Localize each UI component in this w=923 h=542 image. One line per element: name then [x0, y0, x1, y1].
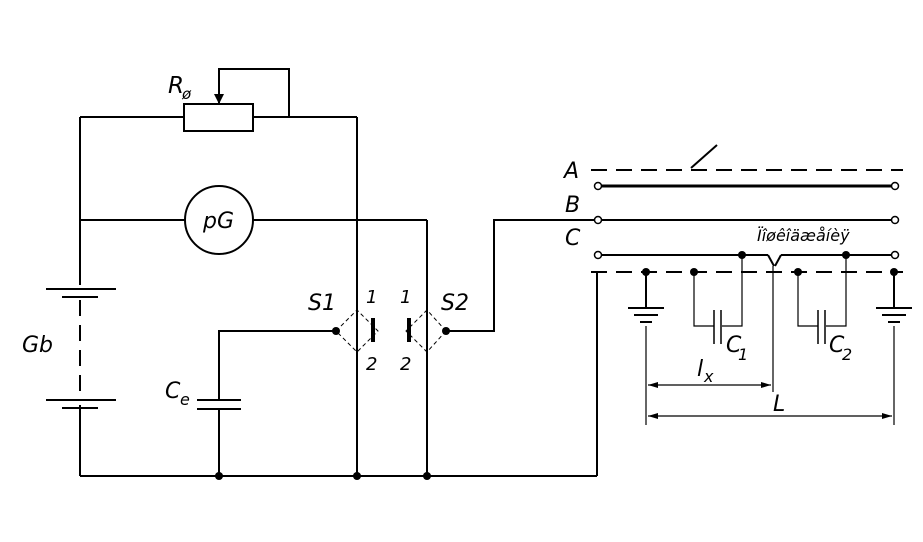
- switch-s2-pos1: 1: [400, 287, 411, 308]
- capacitor-c1-label: C: [726, 333, 742, 358]
- battery-label: Gb: [22, 333, 53, 358]
- capacitor-ce: C e: [165, 330, 336, 476]
- rheostat-label: R: [168, 73, 184, 99]
- capacitor-ce-subscript: e: [180, 390, 190, 409]
- lx-label: l: [697, 357, 703, 382]
- capacitor-c2-label: C: [829, 333, 845, 358]
- line-c-label: C: [565, 226, 581, 251]
- switch-s1-label: S1: [308, 291, 336, 316]
- rheostat-subscript: ø: [181, 85, 192, 103]
- lx-subscript: x: [703, 367, 714, 386]
- total-length-label: L: [773, 392, 785, 417]
- battery: Gb: [22, 288, 116, 409]
- galvanometer: pG: [184, 185, 254, 255]
- cable-sheath: [591, 268, 903, 276]
- line-a-label: A: [562, 159, 579, 184]
- ground-left-icon: [628, 272, 664, 323]
- capacitor-ce-label: C: [165, 379, 181, 404]
- fault-label: Ïîøêîäæåíèÿ: [757, 226, 850, 245]
- junction-nodes: [215, 472, 431, 480]
- switch-s1-pos1: 1: [366, 287, 377, 308]
- galvanometer-label: pG: [202, 209, 234, 234]
- switch-s2: S2 1 2: [400, 219, 597, 375]
- switch-s2-label: S2: [441, 291, 469, 316]
- cable-line-c: C Ïîøêîäæåíèÿ: [565, 226, 900, 267]
- rheostat: R ø: [168, 68, 290, 132]
- cable-line-b: B: [565, 181, 900, 225]
- capacitor-c2-subscript: 2: [842, 345, 852, 364]
- capacitor-c2: C 2: [797, 255, 852, 364]
- cable-line-a: A: [562, 144, 903, 184]
- line-b-label: B: [565, 193, 580, 218]
- capacitor-c1-subscript: 1: [738, 345, 748, 364]
- ground-right-icon: [876, 272, 912, 323]
- switch-s2-pos2: 2: [400, 354, 411, 375]
- dimension-lines: l x L: [645, 266, 895, 425]
- switch-s1: S1 1 2: [308, 287, 379, 375]
- capacitor-c1: C 1: [693, 255, 748, 364]
- switch-s1-pos2: 2: [366, 354, 377, 375]
- left-circuit-wiring: [79, 116, 598, 477]
